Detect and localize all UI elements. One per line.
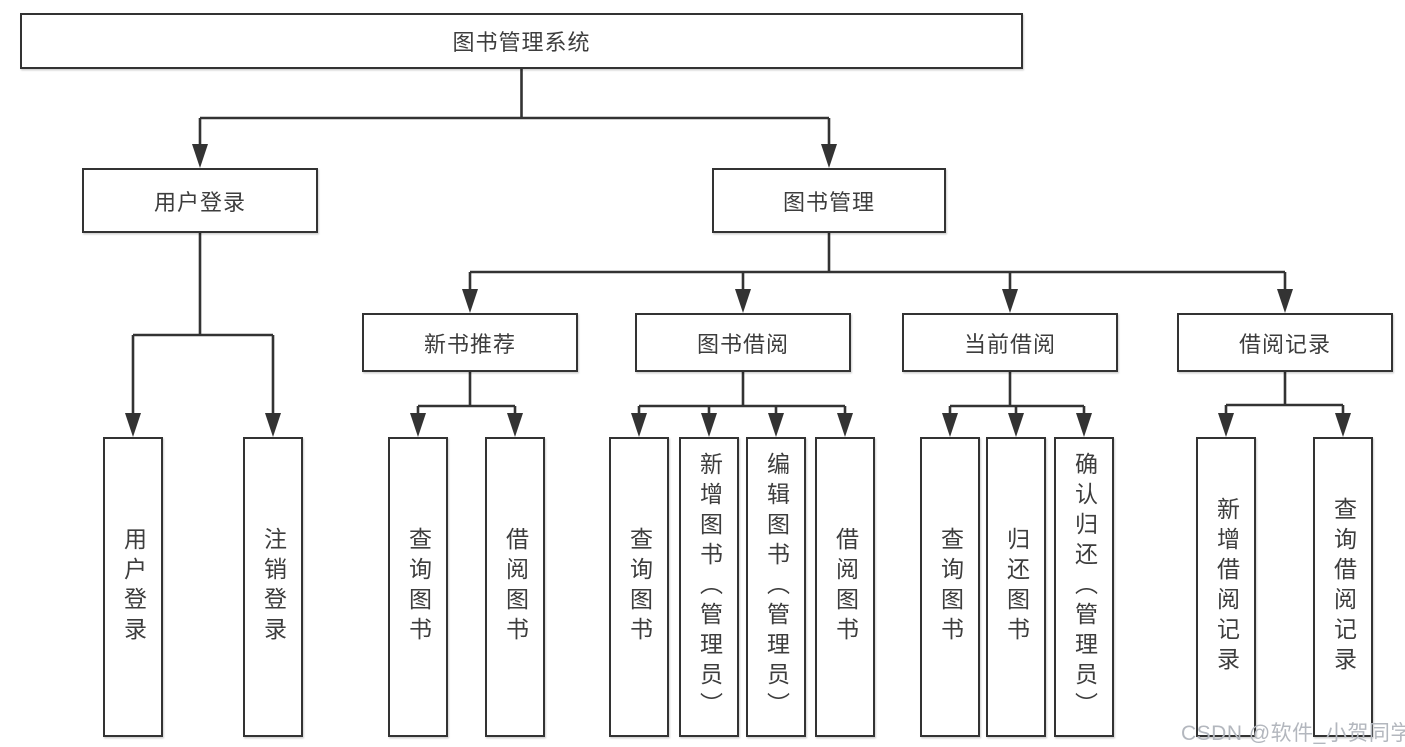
leaf-logout: 注销登录	[243, 437, 303, 737]
leaf-query-books-borrowing: 查询图书	[609, 437, 669, 737]
leaf-confirm-return-admin: 确认归还（管理员）	[1054, 437, 1114, 737]
node-current-borrowing: 当前借阅	[902, 313, 1118, 372]
leaf-borrow-books-recommend: 借阅图书	[485, 437, 545, 737]
leaf-query-borrow-record: 查询借阅记录	[1313, 437, 1373, 737]
leaf-query-books-recommend: 查询图书	[388, 437, 448, 737]
node-book-management: 图书管理	[712, 168, 946, 233]
node-user-login: 用户登录	[82, 168, 318, 233]
leaf-edit-books-admin: 编辑图书（管理员）	[746, 437, 806, 737]
node-library-management-system: 图书管理系统	[20, 13, 1023, 69]
node-new-book-recommend: 新书推荐	[362, 313, 578, 372]
leaf-user-login: 用户登录	[103, 437, 163, 737]
leaf-add-books-admin: 新增图书（管理员）	[679, 437, 739, 737]
leaf-add-borrow-record: 新增借阅记录	[1196, 437, 1256, 737]
leaf-query-books-current: 查询图书	[920, 437, 980, 737]
watermark: CSDN @软件_小贺同学	[1181, 722, 1405, 745]
node-borrowing-records: 借阅记录	[1177, 313, 1393, 372]
leaf-borrow-books-borrowing: 借阅图书	[815, 437, 875, 737]
node-book-borrowing: 图书借阅	[635, 313, 851, 372]
leaf-return-books: 归还图书	[986, 437, 1046, 737]
